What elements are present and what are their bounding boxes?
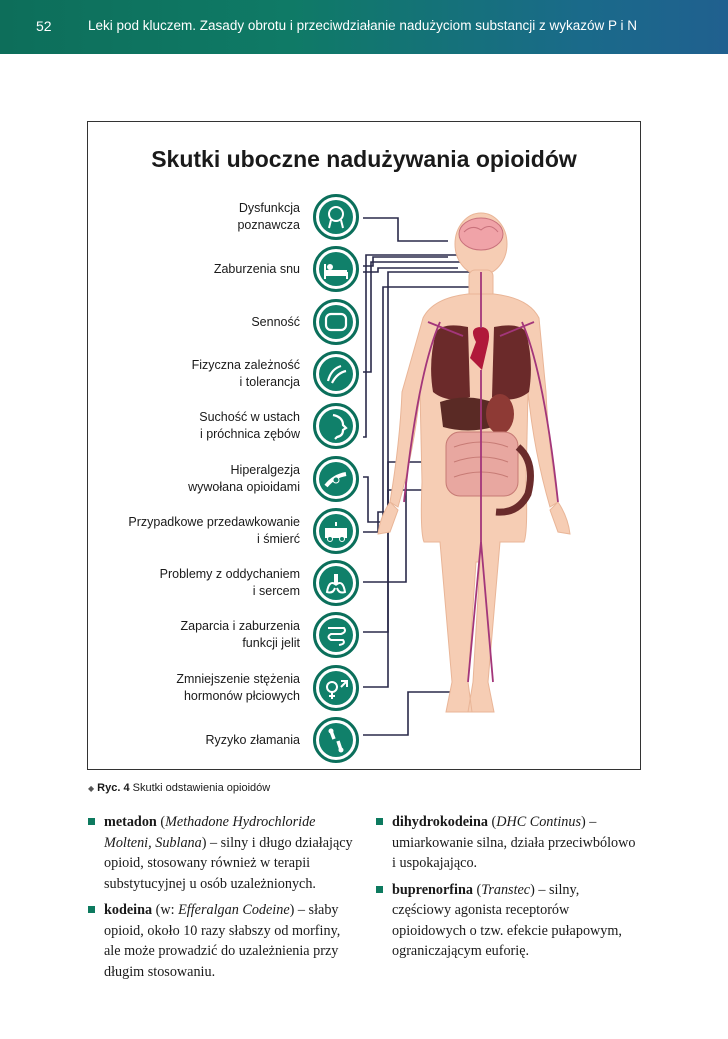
- page-header: 52 Leki pod kluczem. Zasady obrotu i prz…: [0, 0, 728, 54]
- drug-paren-open: (: [156, 814, 166, 830]
- lungs-icon: [313, 560, 359, 607]
- effect-label-line1: Zaparcia i zaburzenia: [180, 619, 300, 634]
- caption-text: Skutki odstawienia opioidów: [132, 782, 271, 794]
- drug-paren-open: (: [487, 814, 497, 830]
- drug-name: kodeina: [104, 902, 153, 918]
- drug-name: dihydrokodeina: [392, 814, 488, 830]
- effect-label: Zmniejszenie stężenia hormonów płciowych: [176, 671, 300, 705]
- effect-label: Dysfunkcja poznawcza: [237, 200, 300, 234]
- effect-label: Ryzyko złamania: [206, 732, 300, 749]
- effect-label: Suchość w ustach i próchnica zębów: [199, 409, 300, 443]
- effect-label: Przypadkowe przedawkowanie i śmierć: [128, 514, 300, 548]
- effect-label-line1: Problemy z oddychaniem: [159, 567, 300, 582]
- drug-paren-open: (: [472, 881, 482, 898]
- effect-label: Hiperalgezja wywołana opioidami: [188, 462, 300, 496]
- effect-label-line2: i śmierć: [256, 531, 300, 546]
- effect-label-line1: Fizyczna zależność: [191, 357, 300, 372]
- page-number: 52: [36, 18, 52, 34]
- effect-label: Fizyczna zależność i tolerancja: [192, 357, 300, 391]
- effect-label-line1: Zaburzenia snu: [213, 262, 300, 277]
- drug-description: ) – słaby opioid, około 10 razy słabszy …: [104, 902, 341, 980]
- effect-label-line2: wywołana opioidami: [188, 479, 300, 494]
- effect-label-line1: Hiperalgezja: [230, 462, 300, 477]
- list-item-metadon: metadon (Methadone Hydrochloride Molteni…: [88, 812, 358, 894]
- caption-bullet-icon: ◆: [88, 784, 95, 793]
- effect-label-line1: Dysfunkcja: [238, 201, 300, 215]
- broken-bone-icon: [313, 717, 359, 763]
- hand-icon: [313, 350, 359, 397]
- drug-paren-open: (w:: [152, 902, 179, 918]
- effect-label-line1: Zmniejszenie stężenia: [176, 671, 300, 686]
- effect-label-line2: i tolerancja: [239, 374, 300, 389]
- pain-arm-icon: [313, 455, 359, 502]
- drug-brand: Transtec: [481, 881, 531, 898]
- effect-label-line2: i sercem: [252, 584, 300, 599]
- list-item-buprenorfina: buprenorfina (Transtec) – silny, częścio…: [376, 880, 641, 962]
- face-profile-icon: [313, 403, 359, 450]
- effect-label: Senność: [251, 314, 300, 331]
- figure-caption: ◆Ryc. 4 Skutki odstawienia opioidów: [88, 782, 270, 794]
- bullet-square-icon: [376, 885, 383, 893]
- ambulance-icon: [313, 507, 359, 554]
- effect-label-line2: poznawcza: [237, 218, 300, 232]
- effect-label: Zaburzenia snu: [214, 261, 300, 278]
- drug-brand: Methadone Hydrochloride Molteni, Sublana: [104, 814, 316, 851]
- bullet-square-icon: [88, 906, 95, 913]
- list-item-dihydrokodeina: dihydrokodeina (DHC Continus) – umiarkow…: [376, 812, 641, 874]
- bullet-square-icon: [376, 818, 383, 825]
- drug-name: metadon: [104, 814, 157, 830]
- drug-name: buprenorfina: [392, 881, 473, 898]
- right-column: dihydrokodeina (DHC Continus) – umiarkow…: [376, 812, 641, 968]
- drug-description: ) – umiarkowanie silna, działa przeciwbó…: [392, 814, 636, 871]
- intestine-icon: [313, 612, 359, 659]
- effect-label-line2: hormonów płciowych: [183, 688, 300, 703]
- left-column: metadon (Methadone Hydrochloride Molteni…: [88, 812, 358, 988]
- caption-label: Ryc. 4: [97, 782, 130, 794]
- figure-panel: Skutki uboczne nadużywania opioidów: [87, 121, 641, 770]
- running-title: Leki pod kluczem. Zasady obrotu i przeci…: [88, 18, 637, 33]
- effect-label-line1: Suchość w ustach: [199, 410, 300, 425]
- effect-label-line1: Przypadkowe przedawkowanie: [128, 514, 300, 529]
- effect-label-line1: Senność: [251, 314, 300, 329]
- gender-symbols-icon: [313, 664, 359, 711]
- effect-label-line2: i próchnica zębów: [199, 427, 300, 442]
- brain-head-icon: [313, 194, 359, 240]
- pillow-icon: [313, 298, 359, 345]
- figure-title: Skutki uboczne nadużywania opioidów: [151, 146, 577, 172]
- effect-label: Problemy z oddychaniem i sercem: [160, 566, 300, 600]
- drug-brand: Efferalgan Codeine: [178, 902, 290, 918]
- sleeping-bed-icon: [313, 246, 359, 293]
- effect-label-line1: Ryzyko złamania: [205, 733, 300, 747]
- effect-label-line2: funkcji jelit: [242, 636, 300, 651]
- drug-description: ) – silny, częściowy agonista receptorów…: [392, 881, 622, 960]
- drug-description: ) – silny i długo działający opioid, sto…: [104, 834, 353, 892]
- body-illustration: [363, 212, 571, 736]
- list-item-kodeina: kodeina (w: Efferalgan Codeine) – słaby …: [88, 900, 358, 982]
- effect-label: Zaparcia i zaburzenia funkcji jelit: [180, 618, 300, 652]
- bullet-square-icon: [88, 818, 95, 825]
- drug-brand: DHC Continus: [496, 814, 581, 830]
